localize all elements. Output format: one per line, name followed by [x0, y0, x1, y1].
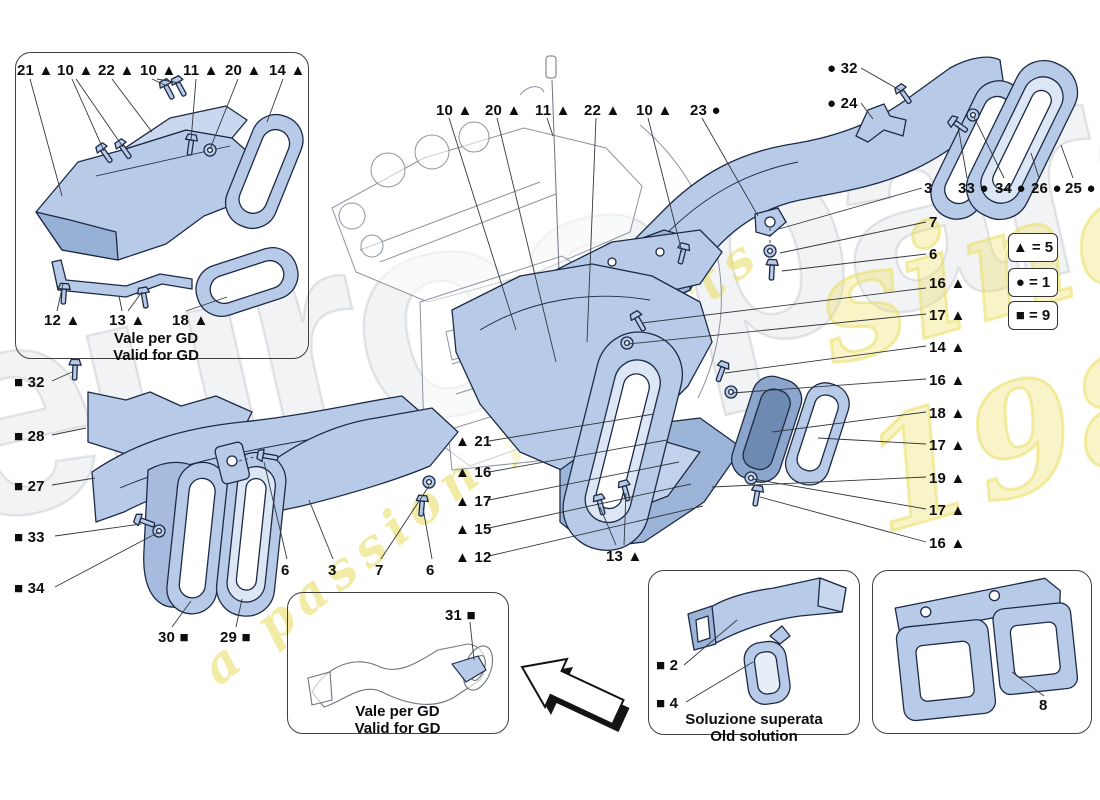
callout: ▲ 17	[455, 493, 492, 510]
leader-lines	[29, 67, 1074, 703]
callout: 16 ▲	[929, 535, 966, 552]
callout: ■ 4	[656, 695, 679, 712]
valid-gd-bottom-box	[287, 592, 509, 734]
callout: ▲ 16	[455, 464, 492, 481]
callout: ■ 34	[14, 580, 45, 597]
center-vent-ring	[562, 331, 684, 552]
vent-ring-14	[224, 113, 304, 229]
callout: 17 ▲	[929, 437, 966, 454]
callout: ■ 33	[14, 529, 45, 546]
callout: ■ 28	[14, 428, 45, 445]
callout: 11 ▲	[183, 62, 219, 79]
callout: 12 ▲	[44, 312, 81, 329]
callout: 26 ●	[1031, 180, 1062, 197]
caption-line: Vale per GD	[113, 330, 199, 347]
callout: 3	[924, 180, 933, 197]
callout: 10 ▲	[636, 102, 673, 119]
callout: 17 ▲	[929, 502, 966, 519]
direction-arrow	[520, 657, 630, 732]
callout: 10 ▲	[140, 62, 177, 79]
caption-line: Vale per GD	[355, 703, 440, 720]
upper-dashboard-duct-gd	[35, 74, 304, 317]
callout: 10 ▲	[436, 102, 473, 119]
valid-gd-top-box	[15, 52, 309, 359]
caption-old-solution: Soluzione superata Old solution	[660, 711, 848, 745]
callout: ▲ 12	[455, 549, 492, 566]
callout: ▲ 21	[455, 433, 492, 450]
callout: 16 ▲	[929, 275, 966, 292]
old-solution-box	[648, 570, 860, 735]
callout: 10 ▲	[57, 62, 94, 79]
caption-line: Soluzione superata	[685, 711, 823, 728]
callout: ● 24	[827, 95, 858, 112]
callout: 14 ▲	[929, 339, 966, 356]
caption-line: Valid for GD	[354, 720, 441, 737]
end-vent-25	[965, 59, 1079, 221]
callout: 18 ▲	[172, 312, 209, 329]
callout: 34 ●	[995, 180, 1026, 197]
callout: 14 ▲	[269, 62, 306, 79]
callout: 19 ▲	[929, 470, 966, 487]
callout: ■ 32	[14, 374, 45, 391]
callout: 7	[929, 214, 938, 231]
callout: 6	[929, 246, 938, 263]
callout: 11 ▲	[535, 102, 571, 119]
gd-duct-outline	[307, 643, 494, 708]
callout: 3	[328, 562, 337, 579]
callout: ■ 27	[14, 478, 45, 495]
callout: 29 ■	[220, 629, 251, 646]
callout: 8	[1039, 697, 1048, 714]
old-solution-parts	[687, 577, 847, 705]
center-vent-assembly	[451, 263, 850, 552]
callout: ● 32	[827, 60, 858, 77]
caption-line: Valid for GD	[113, 347, 199, 364]
legend-square: ■ = 9	[1008, 301, 1058, 330]
callout: 20 ▲	[485, 102, 522, 119]
callout: 6	[281, 562, 290, 579]
callout: 22 ▲	[584, 102, 621, 119]
double-vent-bracket-8	[894, 577, 1079, 722]
callout: 13 ▲	[109, 312, 146, 329]
lower-dashboard-duct	[67, 358, 459, 617]
callout: 16 ▲	[929, 372, 966, 389]
part-8-box	[872, 570, 1092, 734]
duct-parts	[35, 56, 1079, 722]
caption-valid-gd-top: Vale per GD Valid for GD	[90, 330, 222, 364]
callout: 25 ●	[1065, 180, 1096, 197]
legend-triangle: ▲ = 5	[1008, 233, 1058, 262]
callout: 7	[375, 562, 384, 579]
callout: 21 ▲	[17, 62, 54, 79]
legend-circle: ● = 1	[1008, 268, 1058, 297]
callout: 23 ●	[690, 102, 721, 119]
callout: ▲ 15	[455, 521, 492, 538]
old-vent-4	[743, 640, 791, 705]
callout: 31 ■	[445, 607, 476, 624]
callout: 18 ▲	[929, 405, 966, 422]
vent-ring-29	[215, 451, 287, 617]
callout: 20 ▲	[225, 62, 262, 79]
callout: 22 ▲	[98, 62, 135, 79]
caption-valid-gd-bottom: Vale per GD Valid for GD	[330, 703, 465, 737]
callout: 13 ▲	[606, 548, 643, 565]
callout: 30 ■	[158, 629, 189, 646]
vent-ring-30	[166, 461, 229, 615]
vent-frame-17	[784, 382, 850, 486]
caption-line: Old solution	[710, 728, 798, 745]
callout: 6	[426, 562, 435, 579]
callout: ■ 2	[656, 657, 679, 674]
callout: 33 ●	[958, 180, 989, 197]
callout: 17 ▲	[929, 307, 966, 324]
